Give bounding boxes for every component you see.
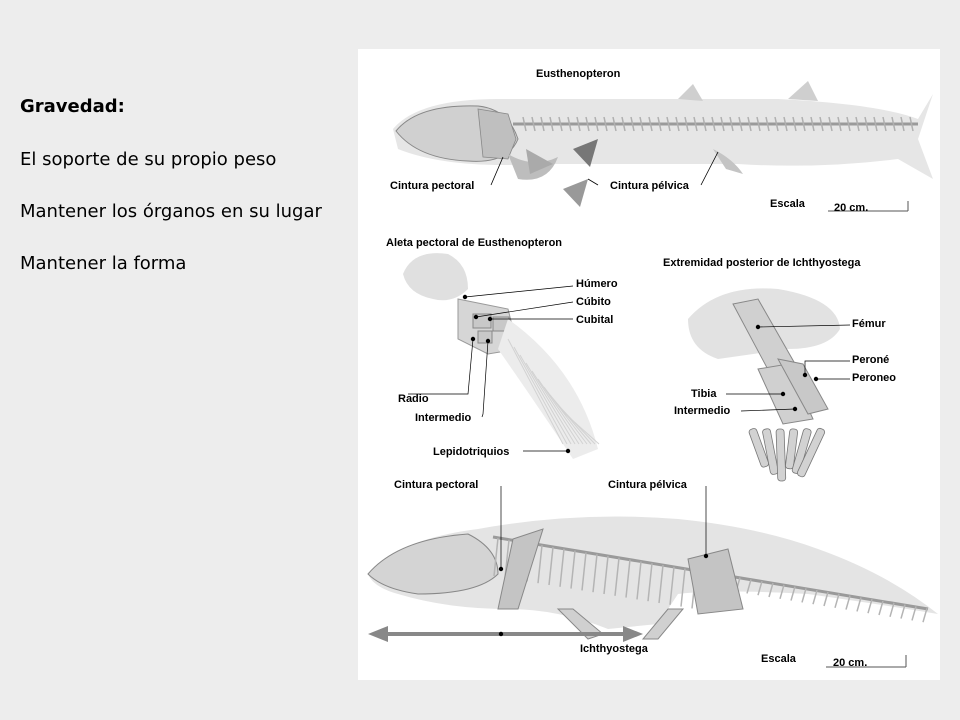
- bullet-organs-in-place: Mantener los órganos en su lugar: [20, 201, 322, 222]
- bullet-support-weight: El soporte de su propio peso: [20, 149, 277, 170]
- fin-label-humero: Húmero: [576, 278, 618, 290]
- limb-label-perone: Peroné: [852, 354, 889, 366]
- tetrapod-label-escala: Escala: [761, 653, 797, 665]
- slide-title: Gravedad:: [20, 96, 125, 117]
- fish-label-escala: Escala: [770, 198, 806, 210]
- eusthenopteron-drawing: [393, 81, 933, 212]
- pectoral-fin-drawing: [403, 253, 600, 459]
- ichthyostega-drawing: [367, 486, 938, 668]
- fin-title: Aleta pectoral de Eusthenopteron: [386, 237, 562, 249]
- limb-label-intermedio: Intermedio: [674, 405, 731, 417]
- hind-limb-drawing: [688, 288, 851, 482]
- fish-title: Eusthenopteron: [536, 68, 621, 80]
- fish-label-cintura-pectoral: Cintura pectoral: [390, 180, 474, 192]
- limb-title: Extremidad posterior de Ichthyostega: [663, 257, 861, 269]
- fin-label-radio: Radio: [398, 393, 429, 405]
- tetrapod-scale-value: 20 cm.: [833, 657, 867, 669]
- limb-label-peroneo: Peroneo: [852, 372, 896, 384]
- fin-label-intermedio: Intermedio: [415, 412, 472, 424]
- fish-label-cintura-pelvica: Cintura pélvica: [610, 180, 690, 192]
- anatomy-illustration: Eusthenopteron Cintura pectoral Cintura …: [367, 68, 938, 669]
- bullet-keep-shape: Mantener la forma: [20, 253, 187, 274]
- fin-label-cubito: Cúbito: [576, 296, 611, 308]
- limb-label-tibia: Tibia: [691, 388, 717, 400]
- tetrapod-title: Ichthyostega: [580, 643, 649, 655]
- fin-label-cubital: Cubital: [576, 314, 613, 326]
- tetrapod-label-cintura-pectoral: Cintura pectoral: [394, 479, 478, 491]
- limb-label-femur: Fémur: [852, 318, 886, 330]
- fin-label-lepidotriquios: Lepidotriquios: [433, 446, 509, 458]
- tetrapod-label-cintura-pelvica: Cintura pélvica: [608, 479, 688, 491]
- slide-text-block: Gravedad: El soporte de su propio peso M…: [20, 96, 360, 305]
- fish-scale-value: 20 cm.: [834, 202, 868, 214]
- anatomy-figure: Eusthenopteron Cintura pectoral Cintura …: [358, 49, 940, 680]
